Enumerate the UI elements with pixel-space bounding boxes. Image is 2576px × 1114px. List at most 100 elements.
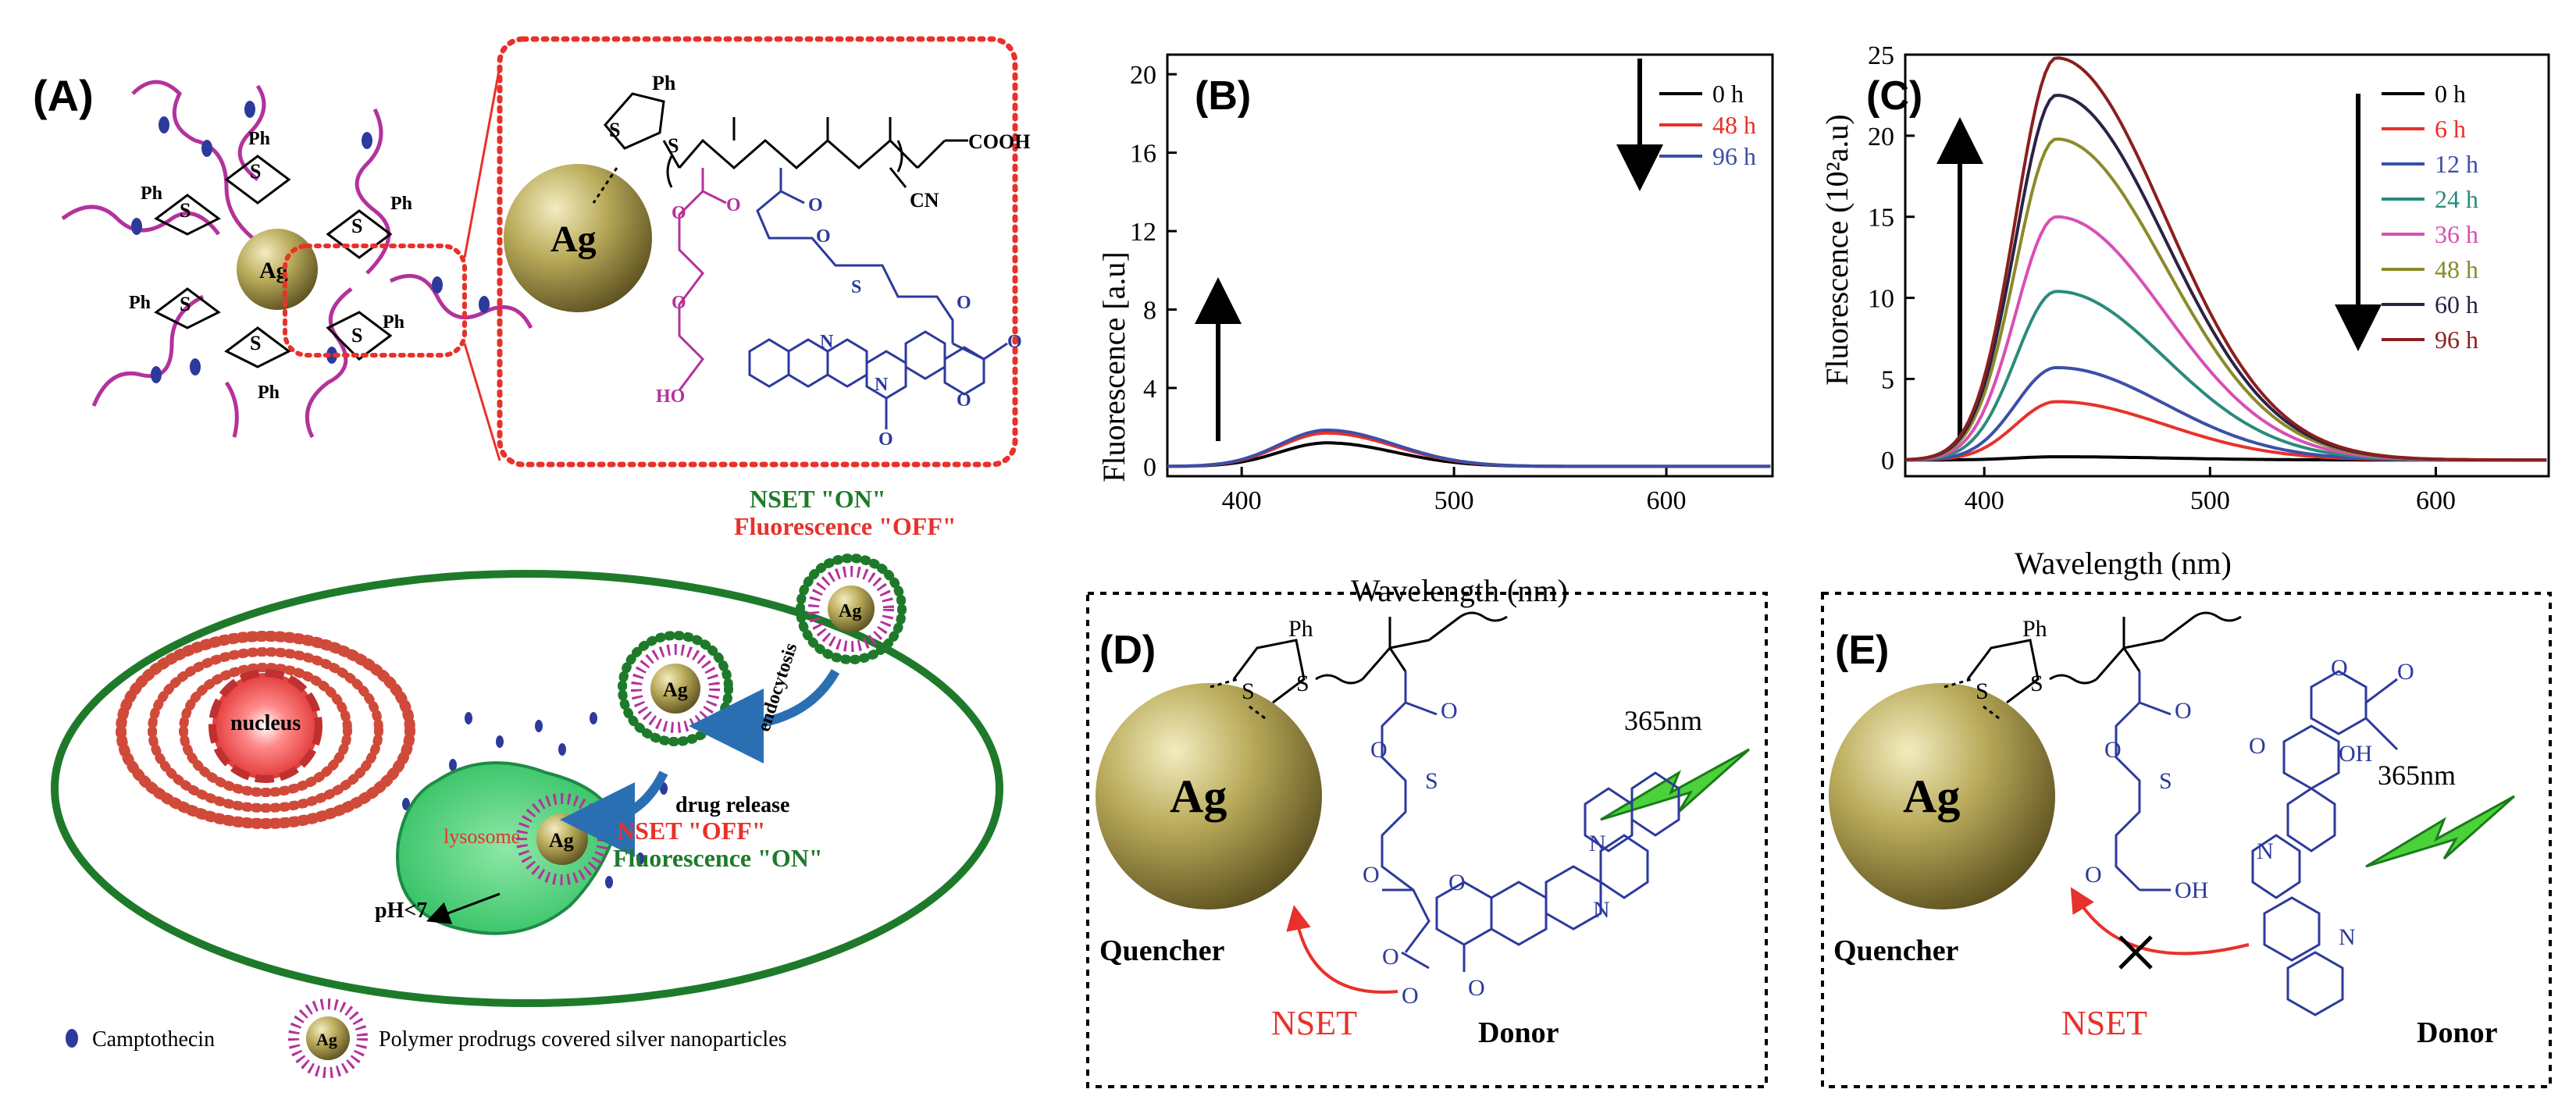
svg-text:N: N [2339,924,2356,950]
svg-text:Ag: Ag [839,601,861,621]
panel-e-quencher: Quencher [1833,934,1959,967]
svg-text:COOH: COOH [968,130,1030,153]
panel-c-ylabel: Fluorescence (10²a.u) [1819,114,1855,385]
ph-label: pH<7 [375,899,427,923]
svg-text:O: O [957,293,971,313]
panel-d-ag-label: Ag [1170,771,1227,822]
cpt-branch [748,168,1008,429]
panel-c-plot-frame [1904,53,2550,478]
raft-end-group [592,92,968,204]
panel-c-legend-label: 96 h [2435,326,2478,354]
svg-text:OH: OH [2339,741,2372,767]
panel-c-ytick-label: 0 [1881,447,1894,475]
camptothecin-legend-icon [66,1029,78,1048]
lysosome-label: lysosome [444,825,520,848]
svg-text:N: N [2257,838,2274,864]
panel-d-raft-end [1210,611,1508,720]
panel-e-frame [1821,592,2552,1088]
svg-text:O: O [672,203,686,223]
svg-text:Ph: Ph [652,72,676,94]
svg-text:O: O [2249,733,2266,759]
panel-c-legend-label: 12 h [2435,150,2478,178]
endosome-particle: Ag [618,631,733,746]
panel-b-ytick-label: 12 [1130,218,1156,247]
svg-text:Ph: Ph [129,293,151,313]
panel-c-xlabel: Wavelength (nm) [2015,546,2232,581]
svg-text:CN: CN [910,189,939,212]
panel-d-quencher: Quencher [1099,934,1225,967]
svg-text:O: O [726,195,741,215]
panel-c-xtick-label: 400 [1965,486,2004,515]
polymer-coils [61,80,533,439]
prodrug-legend-icon: Ag [288,998,368,1078]
phenyl-labels-a: Ph Ph Ph Ph Ph Ph [129,129,412,403]
panel-c-series-line [1905,365,2547,462]
panel-e-raft-labels: S S Ph [1976,616,2047,704]
panel-c-legend-label: 48 h [2435,255,2478,283]
panel-c-chart: (C) Wavelength (nm) Fluorescence (10²a.u… [1819,41,2550,581]
panel-c-series-line [1904,56,2547,462]
panel-d-raft-labels: S S Ph [1242,616,1313,704]
panel-b-ytick-label: 20 [1130,61,1156,90]
panel-b-ytick-label: 0 [1143,453,1156,482]
panel-a: (A) [33,36,1030,1078]
svg-text:N: N [1589,831,1606,856]
panel-b-ytick-label: 8 [1143,297,1156,326]
panel-d: (D) Ag Quencher NSET Donor 365nm S S Ph [1086,592,1768,1088]
svg-text:Ph: Ph [141,183,162,204]
svg-text:S: S [1425,768,1438,794]
svg-text:O: O [1363,862,1380,888]
nucleus: nucleus [116,631,415,829]
oeg-labels: O O O HO [656,195,741,407]
svg-text:O: O [878,429,893,450]
oeg-side-chain [678,168,727,391]
drug-release-arrow [560,771,668,857]
svg-text:O: O [1370,737,1388,763]
svg-text:O: O [672,293,686,313]
svg-text:S: S [180,293,191,315]
panel-b-xtick-label: 500 [1434,486,1474,515]
panel-d-wavelength: 365nm [1624,705,1702,736]
zoom-line-bottom [463,343,501,461]
svg-text:Ph: Ph [383,312,404,333]
panel-e-cpt-labels: O O O OH N N [2249,655,2414,950]
ag-large-label: Ag [550,219,597,260]
drug-release-label: drug release [675,793,789,817]
svg-text:S: S [351,324,362,347]
camptothecin-markers [131,101,490,383]
svg-text:N: N [820,332,834,352]
panel-c-ytick-label: 15 [1868,204,1894,233]
fluorescence-on-label: Fluorescence "ON" [613,844,823,872]
fluorescence-off-label: Fluorescence "OFF" [734,512,957,540]
panel-c-legend-label: 0 h [2435,80,2466,108]
panel-b-legend-label: 48 h [1712,111,1756,139]
ph-arrow [426,892,501,924]
endocytosis-label: endocytosis [754,641,801,735]
svg-text:S: S [250,332,261,354]
svg-text:Ph: Ph [248,129,270,149]
prodrug-legend-label: Polymer prodrugs covered silver nanopart… [379,1027,787,1052]
camptothecin-legend-label: Camptothecin [92,1027,215,1052]
panel-d-nset: NSET [1271,1004,1357,1042]
nset-on-label: NSET "ON" [750,485,886,513]
panel-b-ytick-label: 4 [1143,375,1156,404]
nset-off-label: NSET "OFF" [617,817,766,845]
cell-membrane [51,570,1003,1007]
panel-d-light-bolt [1600,748,1750,821]
svg-text:HO: HO [656,386,685,407]
svg-text:S: S [1976,678,1989,704]
svg-text:Ag: Ag [663,678,688,701]
svg-text:S: S [1296,671,1309,696]
svg-text:O: O [816,226,831,247]
panel-e-ag-label: Ag [1903,771,1960,822]
panel-c-ytick-label: 5 [1881,365,1894,394]
svg-text:O: O [2085,862,2102,888]
panel-e-blocked-mark [2118,935,2153,970]
svg-text:O: O [1441,698,1458,724]
panel-c-label: (C) [1866,73,1922,119]
svg-text:N: N [875,375,889,395]
incoming-particle: Ag [796,553,907,664]
panel-b-label: (B) [1195,73,1251,119]
panel-b-series-line [1167,429,1771,468]
